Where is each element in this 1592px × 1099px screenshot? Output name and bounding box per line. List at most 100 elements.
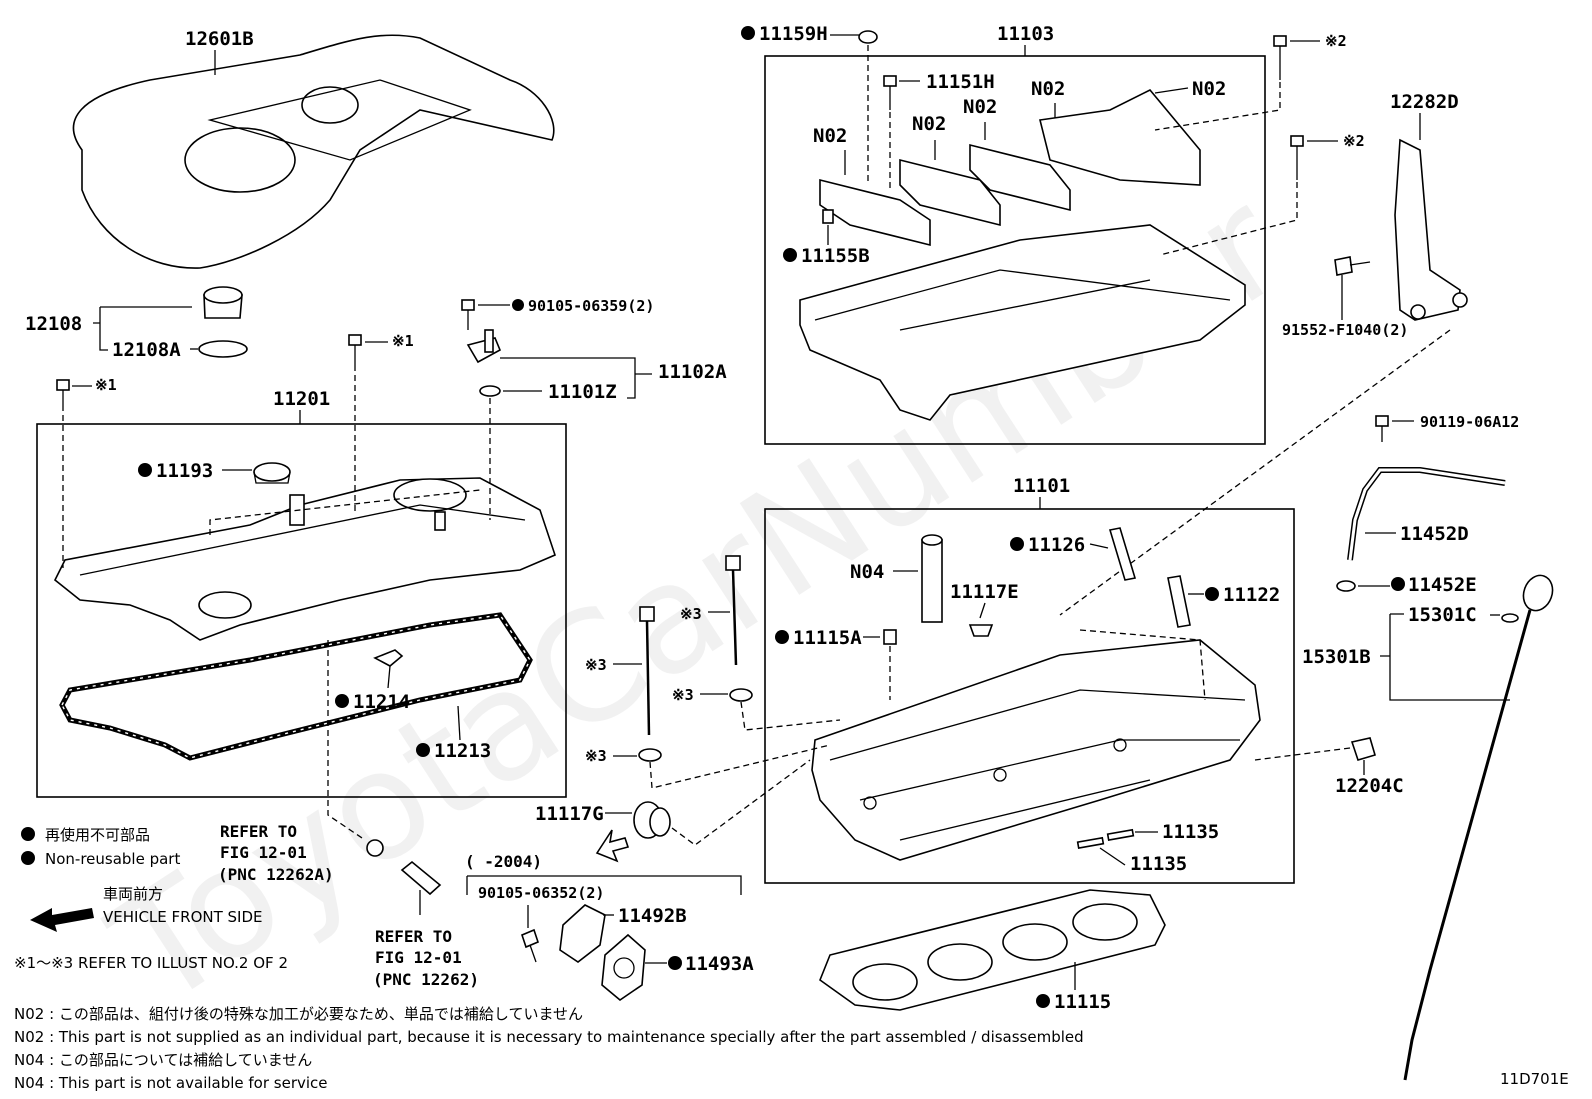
dipstick-15301B[interactable] [1403,571,1557,1081]
label-11101Z[interactable]: 11101Z [548,381,617,403]
label-12282D[interactable]: 12282D [1390,91,1459,113]
label-12204C[interactable]: 12204C [1335,775,1404,797]
label-11213[interactable]: 11213 [434,740,491,762]
bearing-cap-1[interactable] [819,178,931,247]
label-11115A[interactable]: 11115A [793,627,862,649]
gasket-12108A[interactable] [198,340,248,358]
sensor-11102A[interactable] [466,329,502,364]
head-bolt-star3-a[interactable] [725,555,741,666]
label-star2-b[interactable]: ※2 [1343,132,1365,150]
label-n02-c[interactable]: N02 [963,96,997,118]
label-11103[interactable]: 11103 [997,23,1054,45]
guide-11122[interactable] [1167,575,1191,628]
label-90105-06359[interactable]: 90105-06359(2) [528,297,654,315]
bolt-star2-a[interactable] [1273,35,1287,80]
refer1-line2[interactable]: FIG 12-01 [220,843,307,862]
label-11122[interactable]: 11122 [1223,584,1280,606]
hose[interactable] [400,860,442,896]
label-11101[interactable]: 11101 [1013,475,1070,497]
label-12108A[interactable]: 12108A [112,339,181,361]
label-11452E[interactable]: 11452E [1408,574,1477,596]
oring-15301C[interactable] [1501,613,1519,623]
label-11201[interactable]: 11201 [273,388,330,410]
bearing-cap-4[interactable] [1039,89,1201,186]
label-15301C[interactable]: 15301C [1408,604,1477,626]
guide-11126[interactable] [1108,527,1137,581]
label-11193[interactable]: 11193 [156,460,213,482]
label-star3-b[interactable]: ※3 [585,656,607,674]
head-cover-11201[interactable] [53,477,556,641]
dipstick-guide-11452D[interactable] [1347,467,1506,561]
refer2-line2[interactable]: FIG 12-01 [375,948,462,967]
bolt-91552-F1040[interactable] [1334,256,1371,276]
bolt-90119-06A12[interactable] [1375,415,1389,442]
label-11155B[interactable]: 11155B [801,245,870,267]
label-star2-a[interactable]: ※2 [1325,32,1347,50]
bolt-star1-a[interactable] [56,379,70,405]
engine-cover-12601B[interactable] [72,34,555,269]
cover-11492B[interactable] [559,904,606,963]
label-n02-b[interactable]: N02 [912,113,946,135]
label-n02-d[interactable]: N02 [1031,78,1065,100]
label-11151H[interactable]: 11151H [926,71,995,93]
gasket-11493A[interactable] [601,933,646,1002]
pin-11155B[interactable] [822,209,834,224]
label-11214[interactable]: 11214 [353,691,410,713]
label-n04[interactable]: N04 [850,561,884,583]
refer1-line3[interactable]: (PNC 12262A) [218,865,334,884]
camshaft-housing-11103[interactable] [799,224,1246,421]
label-11117E[interactable]: 11117E [950,581,1019,603]
seal-11117G[interactable] [633,801,671,839]
bracket-12282D[interactable] [1394,138,1468,321]
label-star3-c[interactable]: ※3 [672,686,694,704]
label-15301B[interactable]: 15301B [1302,646,1371,668]
refer2-line3[interactable]: (PNC 12262) [373,970,479,989]
label-11159H[interactable]: 11159H [759,23,828,45]
oring-11101Z[interactable] [479,385,501,397]
label-90105-06352[interactable]: 90105-06352(2) [478,884,604,902]
label-11102A[interactable]: 11102A [658,361,727,383]
label-star3-d[interactable]: ※3 [585,747,607,765]
label-11452D[interactable]: 11452D [1400,523,1469,545]
washer-star3-d[interactable] [638,748,662,762]
bearing-cap-3[interactable] [969,143,1071,212]
head-gasket-11115[interactable] [819,889,1166,1011]
pin-n04[interactable] [921,534,943,623]
plug-12204C[interactable] [1350,737,1376,761]
pin-11135-a[interactable] [1106,828,1135,841]
label-91552-F1040[interactable]: 91552-F1040(2) [1282,321,1408,339]
plug-11159H[interactable] [858,30,878,44]
bolt-star2-b[interactable] [1290,135,1304,180]
washer-star3-c[interactable] [729,688,753,702]
oring-11452E[interactable] [1336,580,1356,592]
refer2-line1[interactable]: REFER TO [375,927,452,946]
label-n02-a[interactable]: N02 [813,125,847,147]
gasket-11213[interactable] [59,612,533,761]
bolt-star1-b[interactable] [348,334,362,365]
plug-11193[interactable] [253,462,291,484]
seal-11117E[interactable] [968,624,994,637]
label-11115[interactable]: 11115 [1054,991,1111,1013]
label-n02-e[interactable]: N02 [1192,78,1226,100]
label-12601B[interactable]: 12601B [185,28,254,50]
clip-11214[interactable] [373,649,404,667]
label-11117G[interactable]: 11117G [535,803,604,825]
refer1-line1[interactable]: REFER TO [220,822,297,841]
label-star3-a[interactable]: ※3 [680,605,702,623]
bolt-90105-06352[interactable] [521,928,539,963]
label-range[interactable]: ( -2004) [465,852,542,871]
bolt-11151H[interactable] [883,75,897,110]
label-11126[interactable]: 11126 [1028,534,1085,556]
pin-11115A[interactable] [883,629,897,645]
label-12108[interactable]: 12108 [25,313,82,335]
label-11135-b[interactable]: 11135 [1130,853,1187,875]
label-90119-06A12[interactable]: 90119-06A12 [1420,413,1519,431]
oil-filler-cap-12108[interactable] [203,286,243,319]
label-star1-a[interactable]: ※1 [95,376,117,394]
label-11135-a[interactable]: 11135 [1162,821,1219,843]
label-star1-b[interactable]: ※1 [392,332,414,350]
label-11492B[interactable]: 11492B [618,905,687,927]
cylinder-head-11101[interactable] [811,639,1261,861]
label-11493A[interactable]: 11493A [685,953,754,975]
head-bolt-star3-b[interactable] [639,606,655,736]
